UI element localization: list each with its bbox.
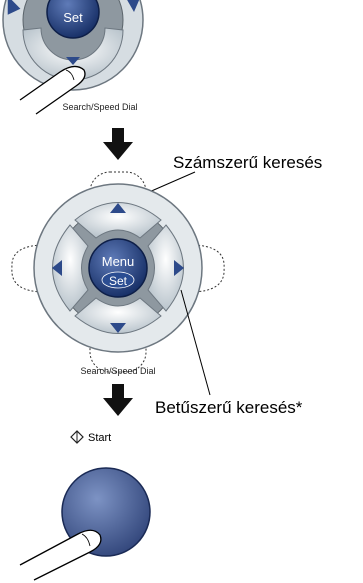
start-icon xyxy=(70,430,84,444)
finger-icon xyxy=(19,65,86,115)
set-button[interactable] xyxy=(46,0,100,39)
left-key[interactable] xyxy=(52,224,89,312)
set-label: Set xyxy=(63,10,83,25)
finger-icon xyxy=(19,529,102,581)
right-highlight xyxy=(189,244,225,293)
up-key[interactable] xyxy=(74,202,162,239)
set-label: Set xyxy=(109,274,128,288)
right-arrow-icon xyxy=(127,0,140,12)
down-key[interactable] xyxy=(74,297,162,334)
left-arrow-icon xyxy=(7,0,21,15)
flow-arrow-1 xyxy=(103,128,133,160)
flow-arrow-2 xyxy=(103,384,133,416)
left-arrow-icon xyxy=(52,260,62,276)
alpha-search-leader xyxy=(180,289,211,396)
start-label: Start xyxy=(88,432,111,444)
menu-label: Menu xyxy=(102,254,135,269)
start-section: Start xyxy=(19,430,151,581)
right-arrow-icon xyxy=(174,260,184,276)
down-arrow-icon xyxy=(66,57,80,65)
down-arrow-icon xyxy=(110,323,126,333)
top-dial-caption: Search/Speed Dial xyxy=(62,102,137,112)
right-key[interactable] xyxy=(147,224,184,312)
numeric-search-label: Számszerű keresés xyxy=(173,153,322,172)
middle-dial-caption: Search/Speed Dial xyxy=(80,366,155,376)
up-arrow-icon xyxy=(110,203,126,213)
alpha-search-label: Betűszerű keresés* xyxy=(155,398,303,417)
top-dial: Set Search/Speed Dial xyxy=(2,0,144,115)
left-highlight xyxy=(11,244,46,293)
down-key[interactable] xyxy=(22,27,124,81)
middle-dial: Menu Set Search/Speed Dial xyxy=(11,171,225,376)
